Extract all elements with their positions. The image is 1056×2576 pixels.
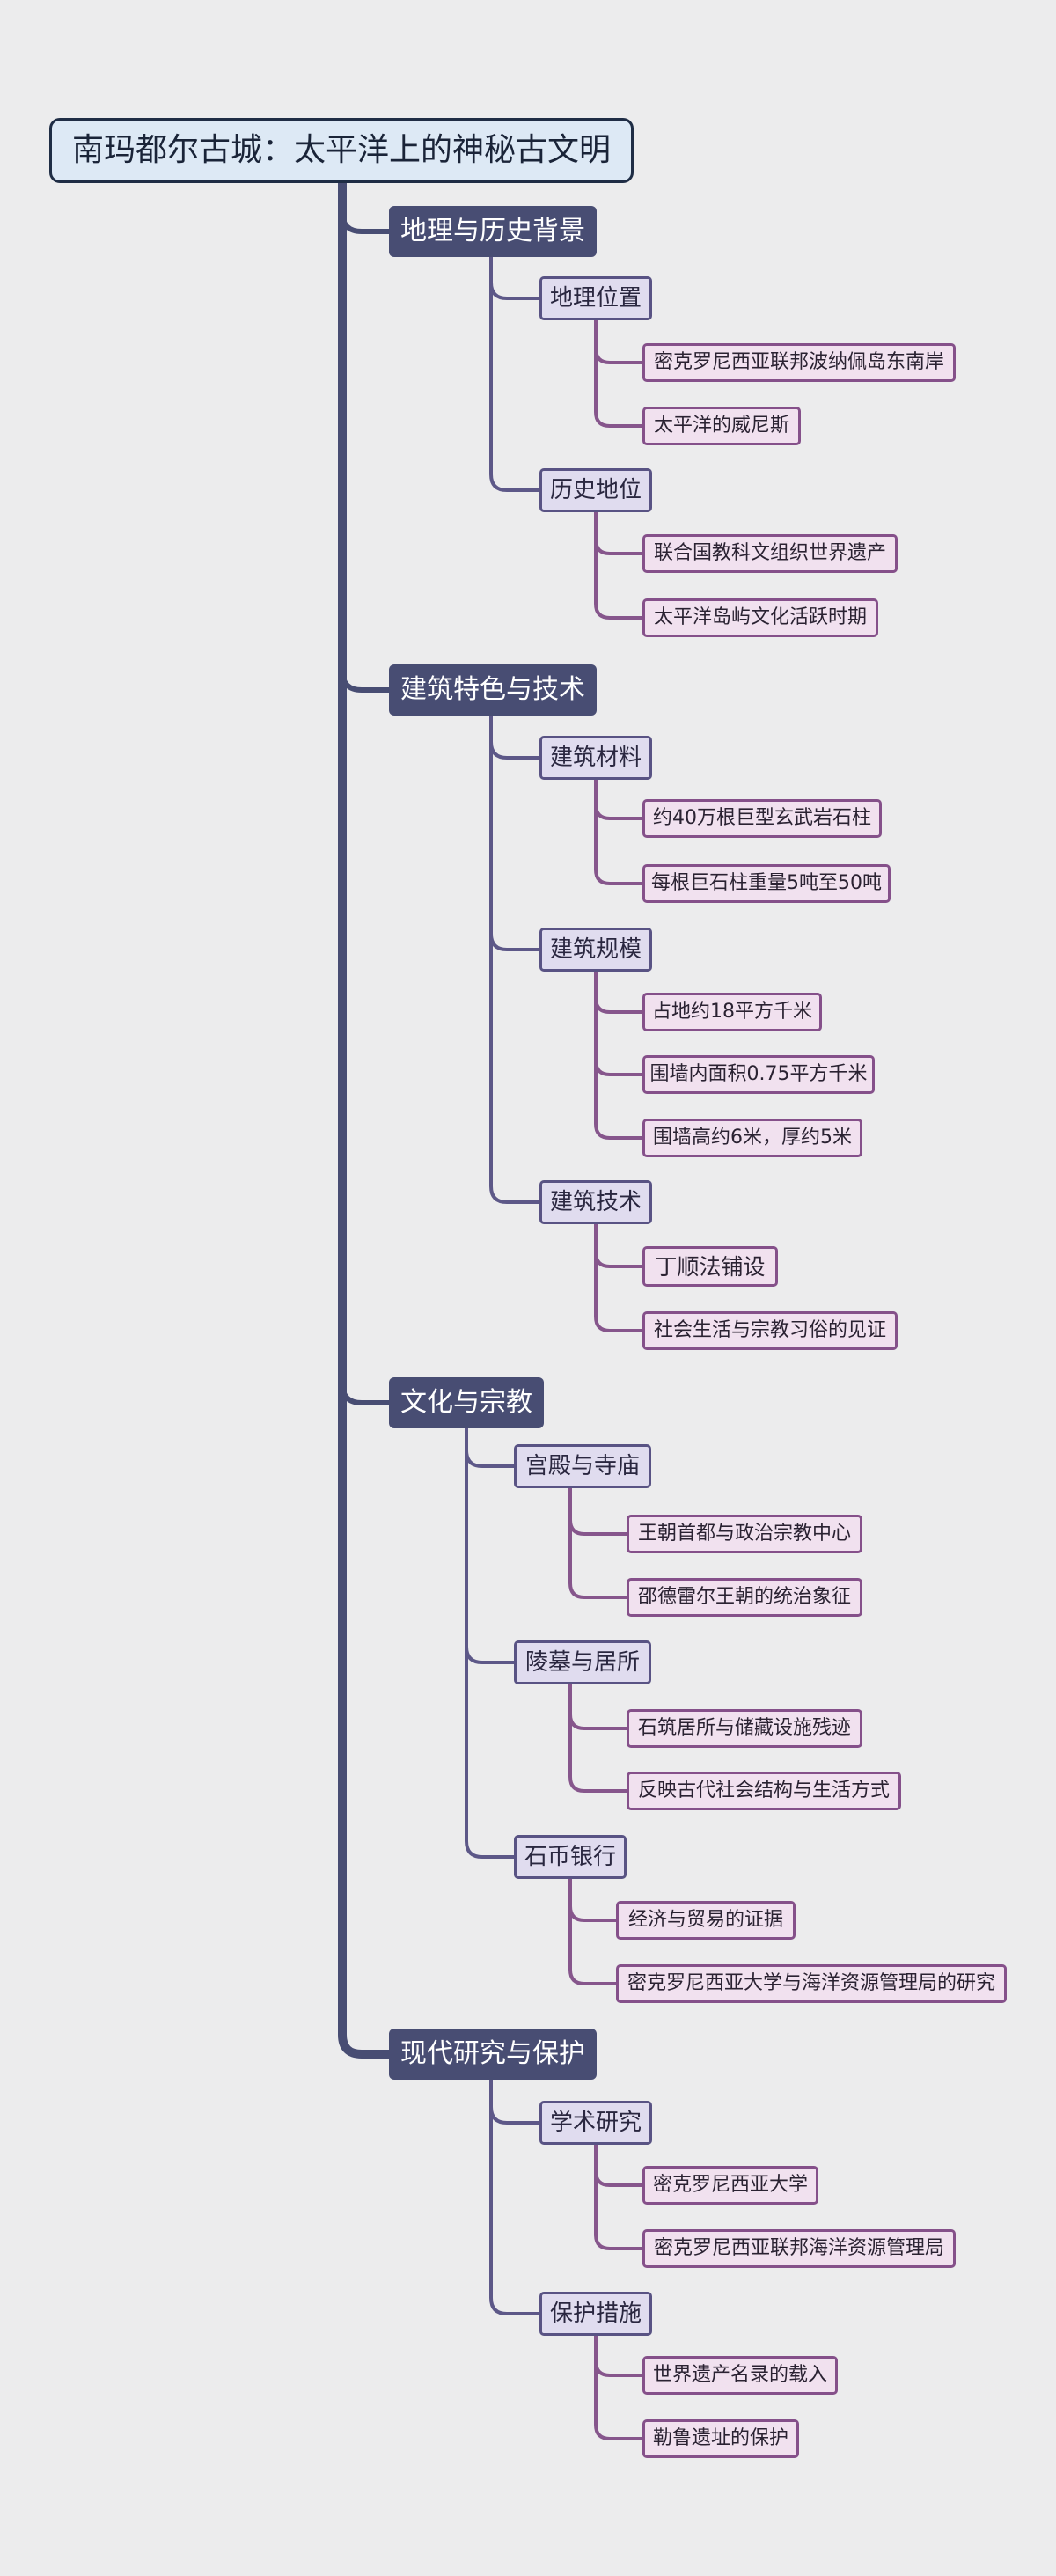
leaf-topic[interactable]: 太平洋岛屿文化活跃时期: [642, 598, 878, 637]
subbranch-connector: [489, 2078, 541, 2315]
leaf-connector: [594, 1222, 644, 1332]
subbranch-connector: [465, 1427, 516, 1859]
leaf-connector: [568, 1877, 618, 1922]
branch-topic[interactable]: 文化与宗教: [389, 1377, 544, 1428]
leaf-topic[interactable]: 反映古代社会结构与生活方式: [627, 1772, 901, 1810]
leaf-connector: [594, 778, 644, 820]
leaf-topic[interactable]: 密克罗尼西亚大学与海洋资源管理局的研究: [616, 1964, 1007, 2003]
leaf-connector: [594, 970, 644, 1076]
leaf-connector: [594, 778, 644, 885]
leaf-connector: [594, 319, 644, 364]
leaf-topic[interactable]: 密克罗尼西亚联邦波纳佩岛东南岸: [642, 343, 956, 382]
leaf-topic[interactable]: 密克罗尼西亚大学: [642, 2166, 818, 2205]
leaf-topic[interactable]: 勒鲁遗址的保护: [642, 2419, 799, 2458]
subbranch-connector: [489, 255, 541, 300]
subtopic[interactable]: 历史地位: [539, 468, 652, 512]
subbranch-connector: [465, 1427, 516, 1468]
root-trunk-line: [338, 179, 393, 2059]
subtopic[interactable]: 石币银行: [514, 1835, 627, 1879]
subtopic[interactable]: 宫殿与寺庙: [514, 1444, 651, 1488]
subbranch-connector: [489, 2078, 541, 2125]
subtopic[interactable]: 陵墓与居所: [514, 1640, 651, 1684]
leaf-topic[interactable]: 占地约18平方千米: [642, 993, 822, 1031]
subtopic[interactable]: 建筑技术: [539, 1180, 652, 1224]
leaf-topic[interactable]: 围墙高约6米，厚约5米: [642, 1119, 862, 1157]
leaf-topic[interactable]: 邵德雷尔王朝的统治象征: [627, 1578, 862, 1617]
leaf-connector: [594, 2143, 644, 2250]
subtopic[interactable]: 地理位置: [539, 276, 652, 320]
leaf-connector: [594, 970, 644, 1140]
subbranch-connector: [489, 255, 541, 492]
leaf-connector: [568, 1877, 618, 1985]
root-topic[interactable]: 南玛都尔古城：太平洋上的神秘古文明: [49, 118, 634, 183]
leaf-topic[interactable]: 太平洋的威尼斯: [642, 407, 801, 445]
leaf-topic[interactable]: 围墙内面积0.75平方千米: [642, 1055, 875, 1094]
branch-topic[interactable]: 地理与历史背景: [389, 206, 597, 257]
subtopic[interactable]: 建筑规模: [539, 928, 652, 972]
leaf-topic[interactable]: 每根巨石柱重量5吨至50吨: [642, 864, 891, 903]
leaf-connector: [594, 510, 644, 620]
leaf-topic[interactable]: 王朝首都与政治宗教中心: [627, 1515, 862, 1553]
subbranch-connector: [489, 714, 541, 951]
leaf-connector: [594, 510, 644, 555]
leaf-connector: [568, 1683, 628, 1730]
leaf-topic[interactable]: 社会生活与宗教习俗的见证: [642, 1311, 898, 1350]
leaf-connector: [568, 1486, 628, 1536]
subbranch-connector: [489, 714, 541, 1204]
leaf-topic[interactable]: 世界遗产名录的载入: [642, 2356, 838, 2395]
leaf-topic[interactable]: 石筑居所与储藏设施残迹: [627, 1709, 862, 1748]
leaf-connector: [594, 2334, 644, 2440]
leaf-connector: [594, 970, 644, 1014]
leaf-connector: [594, 1222, 644, 1268]
branch-connector: [340, 1381, 392, 1405]
leaf-topic[interactable]: 经济与贸易的证据: [616, 1901, 796, 1940]
leaf-connector: [594, 2334, 644, 2377]
leaf-topic[interactable]: 约40万根巨型玄武岩石柱: [642, 799, 882, 838]
leaf-connector: [594, 319, 644, 428]
branch-topic[interactable]: 现代研究与保护: [389, 2029, 597, 2080]
branch-connector: [340, 209, 392, 234]
branch-connector: [340, 668, 392, 693]
subtopic[interactable]: 保护措施: [539, 2292, 652, 2336]
branch-topic[interactable]: 建筑特色与技术: [389, 664, 597, 716]
leaf-connector: [568, 1683, 628, 1793]
subbranch-connector: [489, 714, 541, 760]
leaf-connector: [568, 1486, 628, 1599]
subtopic[interactable]: 建筑材料: [539, 736, 652, 780]
leaf-topic[interactable]: 丁顺法铺设: [642, 1246, 778, 1287]
subtopic[interactable]: 学术研究: [539, 2101, 652, 2145]
leaf-connector: [594, 2143, 644, 2187]
leaf-topic[interactable]: 密克罗尼西亚联邦海洋资源管理局: [642, 2229, 956, 2268]
leaf-topic[interactable]: 联合国教科文组织世界遗产: [642, 534, 898, 573]
